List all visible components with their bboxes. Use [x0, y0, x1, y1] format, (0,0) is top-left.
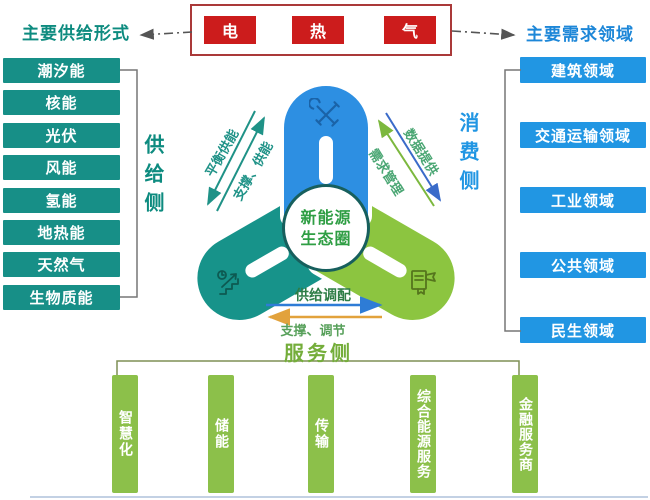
core-title-line1: 新能源: [300, 208, 352, 227]
carrier-gas: 气: [384, 16, 436, 44]
supply-item: 地热能: [3, 220, 120, 245]
service-item: 储能: [208, 375, 234, 493]
flow-label-support-regulate: 支撑、调节: [280, 324, 346, 339]
service-item: 金融服务商: [512, 375, 538, 493]
demand-item: 交通运输领域: [520, 122, 646, 148]
tools-icon: [308, 97, 343, 136]
energy-carriers-box: 电 热 气: [190, 4, 452, 56]
supply-side-label: 供给侧: [141, 134, 165, 221]
bottom-divider: [30, 496, 648, 498]
connector-to-supply-header: [139, 28, 193, 40]
demand-areas-title: 主要需求领域: [526, 25, 634, 45]
supply-lobe: [176, 188, 349, 341]
core-circle: 新能源 生态圈: [282, 184, 370, 272]
demand-item: 民生领域: [520, 317, 646, 343]
supply-item: 光伏: [3, 123, 120, 148]
carrier-heat: 热: [292, 16, 344, 44]
consume-side-label: 消费侧: [456, 112, 480, 199]
lobe-gap: [360, 243, 410, 281]
supply-item: 生物质能: [3, 285, 120, 310]
service-item: 传输: [308, 375, 334, 493]
supply-item: 氢能: [3, 188, 120, 213]
carrier-electricity: 电: [204, 16, 256, 44]
supply-item: 潮汐能: [3, 58, 120, 83]
demand-lobe: [303, 188, 476, 341]
service-side-label: 服务侧: [284, 341, 353, 365]
flow-label-data-provision: 数据提供: [400, 126, 441, 179]
service-item: 综合能源服务: [410, 375, 436, 493]
certificate-icon: [407, 266, 439, 302]
service-item: 智慧化: [112, 375, 138, 493]
lobe-gap: [242, 243, 292, 281]
supply-item: 核能: [3, 90, 120, 115]
growth-chart-icon: [213, 266, 245, 302]
supply-forms-title: 主要供给形式: [22, 24, 130, 44]
core-title-line2: 生态圈: [300, 229, 352, 248]
supply-item: 天然气: [3, 252, 120, 277]
supply-item: 风能: [3, 155, 120, 180]
demand-item: 工业领域: [520, 187, 646, 213]
supply-bracket: [120, 69, 138, 298]
demand-item: 公共领域: [520, 252, 646, 278]
demand-bracket: [504, 69, 521, 332]
lobe-gap: [319, 136, 333, 184]
flow-label-supply-dispatch: 供给调配: [295, 288, 351, 304]
connector-to-demand-header: [451, 28, 516, 40]
demand-item: 建筑领域: [520, 57, 646, 83]
